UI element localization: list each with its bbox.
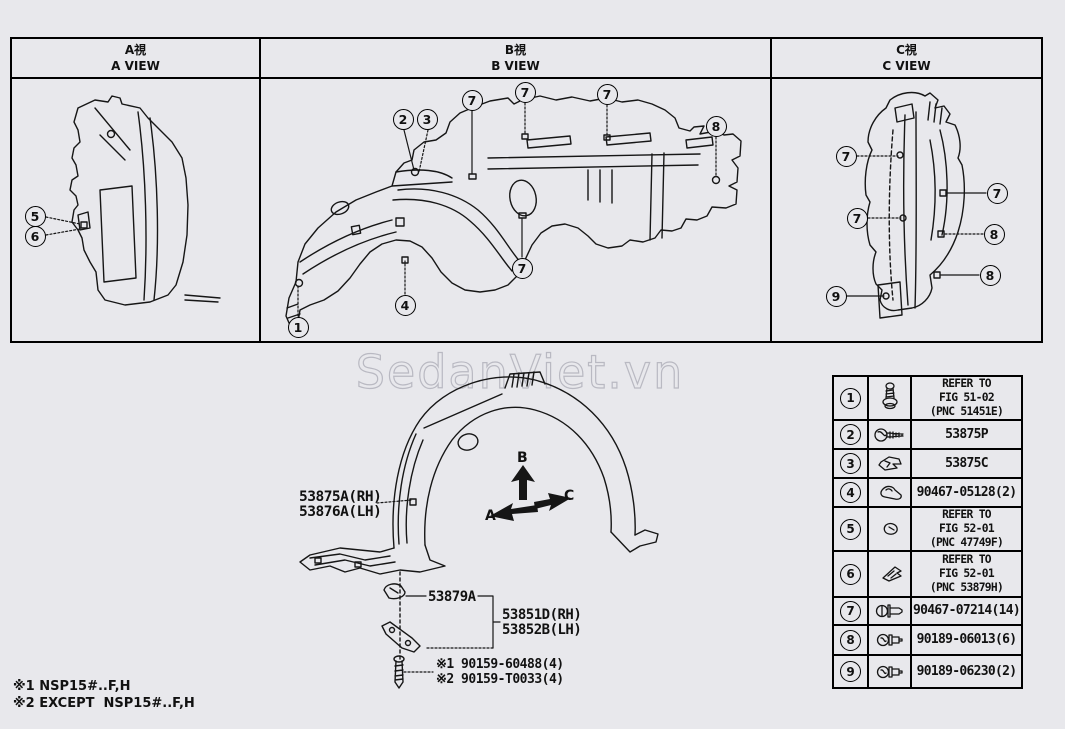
bolt-icon [869,656,912,687]
a-view-title-en: A VIEW [111,59,160,73]
parts-table: 1 REFER TO FIG 51-02 (PNC 51451E) 2 5387… [832,375,1023,689]
part-ref-number: 6 [840,563,861,585]
part-ref-number: 5 [840,518,861,540]
clip-icon [383,583,406,600]
screw-ref-1-label: ※1 90159-60488(4) [436,657,564,672]
c-view-drawing [864,91,965,319]
part-ref-number: 4 [840,482,861,503]
seal-part-label-lh: 53852B(LH) [502,622,582,638]
callout-7: 7 [596,83,618,105]
part-ref-number: 7 [840,600,861,622]
direction-label-c: C [564,488,575,504]
fender-liner-label-rh: 53875A(RH) [299,489,382,505]
part-number-text: 53875P [945,426,988,442]
callout-8: 8 [979,264,1001,286]
part-number-text: 90467-05128(2) [916,484,1017,500]
table-row: 4 90467-05128(2) [834,479,1021,508]
leader-lines [45,102,987,673]
table-row: 7 90467-07214(14) [834,598,1021,626]
callout-9: 9 [825,285,847,307]
part-number-text: 53875C [945,455,988,471]
table-row: 9 90189-06230(2) [834,656,1021,687]
bolt-icon [869,377,912,419]
part-ref-number: 1 [840,387,861,409]
header-divider [12,77,1041,79]
part-ref-number: 2 [840,424,861,445]
clip-icon [869,479,912,506]
part-number-text: REFER TO FIG 52-01 (PNC 53879H) [929,552,1004,595]
callout-6: 6 [24,225,46,247]
column-divider [259,39,261,341]
callout-7: 7 [514,81,536,103]
part-ref-number: 8 [840,629,861,651]
callout-1: 1 [287,316,309,338]
table-row: 3 53875C [834,450,1021,479]
fastener-stack [381,571,421,689]
main-fender-liner-drawing [299,371,659,575]
part-ref-number: 9 [840,661,861,682]
callout-8: 8 [983,223,1005,245]
a-view-title-cn: A視 [124,42,147,57]
part-ref-number: 3 [840,453,861,474]
callout-3: 3 [416,108,438,130]
seal-part-label-rh: 53851D(RH) [502,607,582,623]
screw-icon [393,655,405,689]
b-view-title-en: B VIEW [491,59,540,73]
direction-label-b: B [517,450,528,466]
grommet-icon [869,508,912,550]
watermark-text: SedanViet.vn [356,345,685,399]
part-number-text: REFER TO FIG 52-01 (PNC 47749F) [929,507,1004,550]
screw-icon [869,421,912,448]
clip-icon [869,450,912,477]
bolt-icon [869,626,912,654]
b-view-title-cn: B視 [504,42,527,57]
a-view-drawing [69,95,221,306]
fender-liner-label-lh: 53876A(LH) [299,504,382,520]
bracket-icon [381,621,421,653]
part-number-text: REFER TO FIG 51-02 (PNC 51451E) [929,376,1004,419]
table-row: 6 REFER TO FIG 52-01 (PNC 53879H) [834,552,1021,598]
callout-7: 7 [835,145,857,167]
part-number-text: 90189-06230(2) [916,663,1017,679]
b-view-header: B視 B VIEW [261,39,770,77]
direction-arrows [490,465,571,521]
a-view-header: A視 A VIEW [12,39,259,77]
part-number-text: 90189-06013(6) [916,632,1017,648]
callout-2: 2 [392,108,414,130]
table-row: 8 90189-06013(6) [834,626,1021,656]
bracket-part-label: 53879A [428,589,476,605]
callout-7: 7 [986,182,1008,204]
callout-7: 7 [846,207,868,229]
c-view-title-cn: C視 [896,42,917,57]
clip-icon [869,552,912,596]
footnote-1: ※1 NSP15#..F,H [13,679,131,694]
column-divider [770,39,772,341]
callout-5: 5 [24,205,46,227]
callout-8: 8 [705,115,727,137]
table-row: 2 53875P [834,421,1021,450]
screw-ref-2-label: ※2 90159-T0033(4) [436,672,564,687]
part-number-text: 90467-07214(14) [913,603,1021,619]
callout-7: 7 [461,89,483,111]
rivet-icon [869,598,912,624]
c-view-title-en: C VIEW [882,59,931,73]
table-row: 1 REFER TO FIG 51-02 (PNC 51451E) [834,377,1021,421]
callout-4: 4 [394,294,416,316]
footnote-2: ※2 EXCEPT NSP15#..F,H [13,696,195,711]
table-row: 5 REFER TO FIG 52-01 (PNC 47749F) [834,508,1021,552]
view-grid: A視 A VIEW B視 B VIEW C視 C VIEW [10,37,1043,343]
callout-7: 7 [511,257,533,279]
c-view-header: C視 C VIEW [772,39,1041,77]
direction-label-a: A [485,508,496,524]
